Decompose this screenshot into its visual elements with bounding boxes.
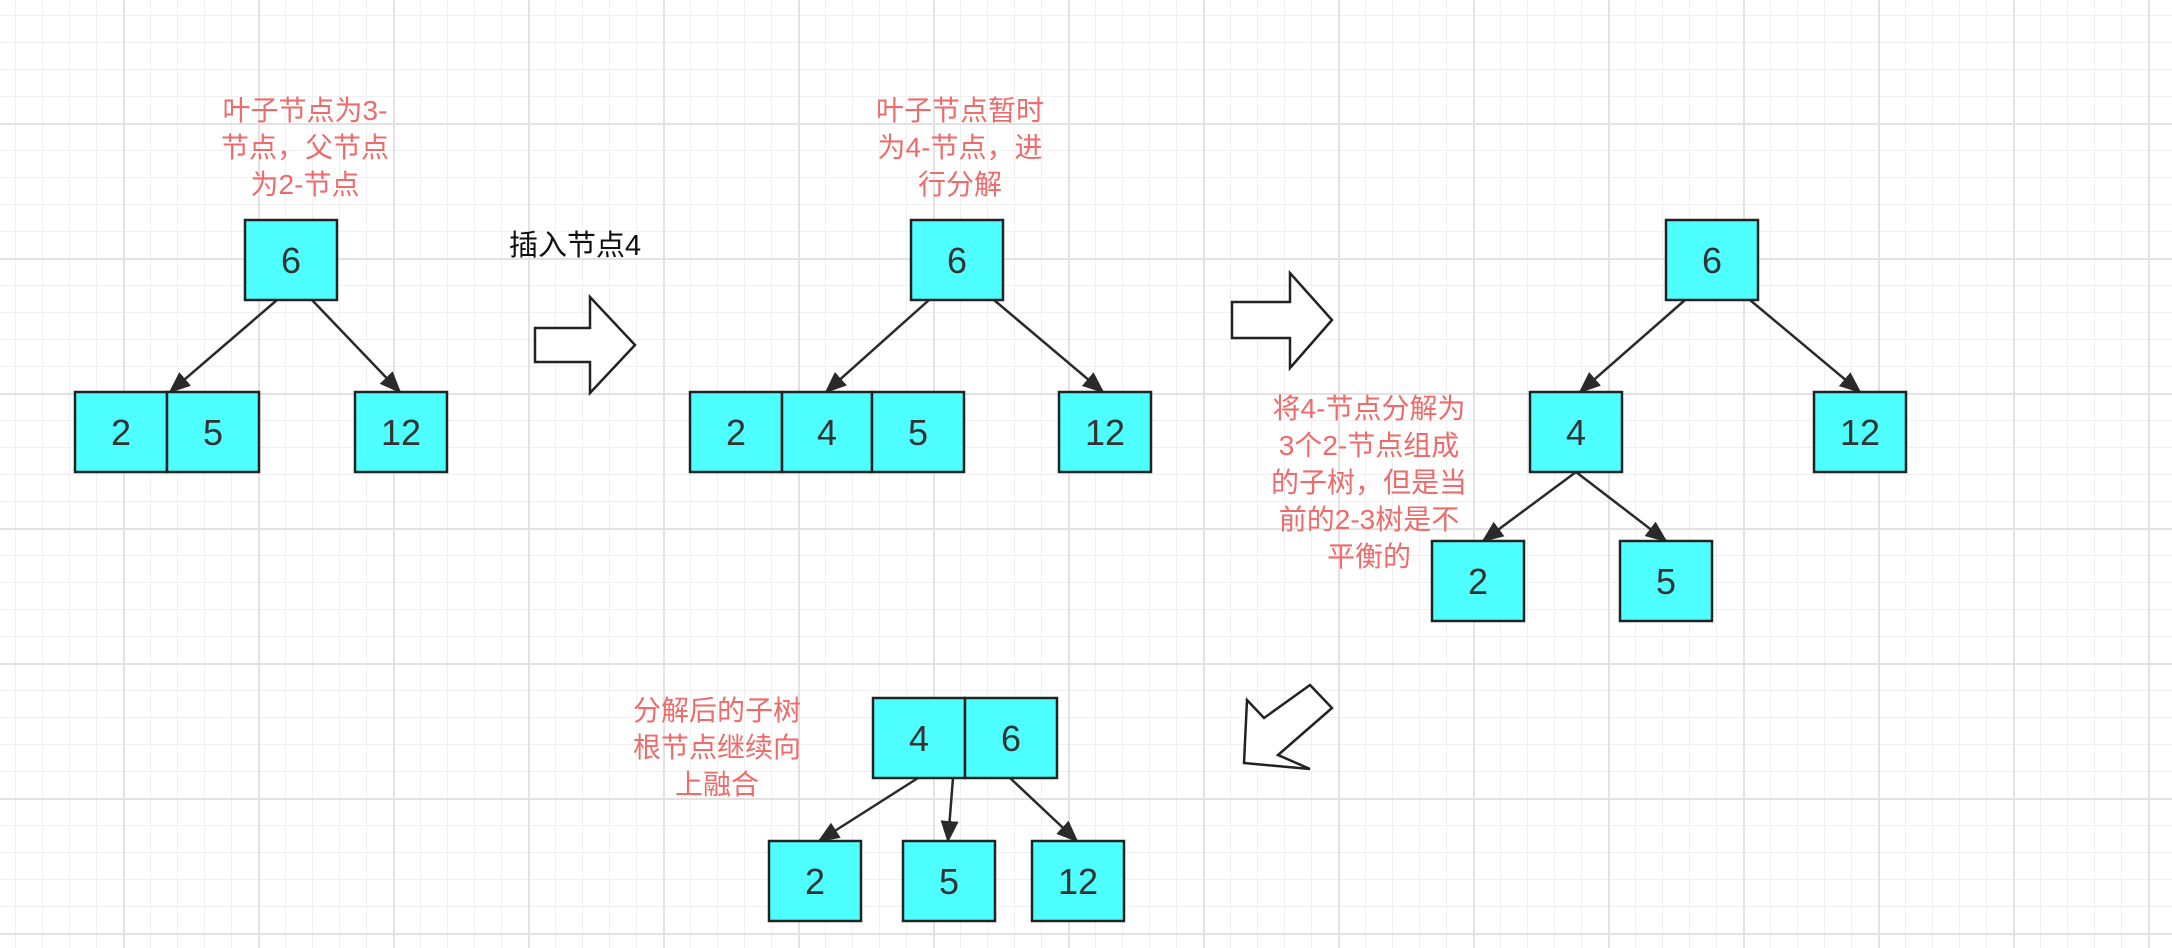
svg-text:2: 2: [1468, 561, 1488, 602]
svg-text:12: 12: [1840, 412, 1880, 453]
node-leaf-right: 12: [1812, 390, 1908, 474]
edge: [993, 299, 1105, 394]
node-leaf-right: 12: [353, 390, 449, 474]
edge: [824, 299, 930, 394]
step4-note: 分解后的子树 根节点继续向 上融合: [632, 695, 801, 800]
edge: [1578, 299, 1686, 394]
step4-tree: 4 6 2 5 12: [767, 696, 1126, 923]
step3-tree: 6 4 12 2 5: [1430, 218, 1908, 623]
right-arrow-icon: [533, 293, 637, 397]
edge: [311, 299, 402, 394]
svg-text:4: 4: [909, 718, 929, 759]
edge: [1749, 299, 1862, 394]
node-leaf-mid: 5: [901, 839, 997, 923]
node-leaf-right: 12: [1030, 839, 1126, 923]
svg-text:12: 12: [381, 412, 421, 453]
svg-text:6: 6: [947, 240, 967, 281]
edge: [1009, 777, 1079, 843]
node-root: 6: [1664, 218, 1760, 302]
step2-tree: 6 2 4 5 12: [688, 218, 1153, 474]
down-left-arrow-icon: [1242, 683, 1334, 771]
edge: [817, 776, 919, 843]
svg-text:5: 5: [939, 861, 959, 902]
step1-tree: 6 2 5 12: [73, 218, 449, 474]
step2-note: 叶子节点暂时 为4-节点，进 行分解: [875, 95, 1044, 200]
step3-note: 将4-节点分解为 3个2-节点组成 的子树，但是当 前的2-3树是不 平衡的: [1270, 393, 1467, 572]
svg-text:5: 5: [908, 412, 928, 453]
svg-text:6: 6: [1001, 718, 1021, 759]
edge: [168, 299, 278, 394]
svg-text:2: 2: [726, 412, 746, 453]
node-root: 6: [243, 218, 339, 302]
svg-text:5: 5: [1656, 561, 1676, 602]
node-leaf-left: 2 5: [73, 390, 261, 474]
svg-text:2: 2: [805, 861, 825, 902]
edge: [1575, 471, 1668, 543]
svg-text:4: 4: [817, 412, 837, 453]
svg-text:12: 12: [1058, 861, 1098, 902]
svg-text:6: 6: [1702, 240, 1722, 281]
svg-text:12: 12: [1085, 412, 1125, 453]
svg-text:2: 2: [111, 412, 131, 453]
node-root: 4 6: [871, 696, 1059, 780]
node-mid-left: 2: [1430, 539, 1526, 623]
node-mid-right: 5: [1618, 539, 1714, 623]
step1-note: 叶子节点为3- 节点，父节点 为2-节点: [220, 95, 389, 200]
insert-label: 插入节点4: [509, 230, 642, 262]
svg-text:5: 5: [203, 412, 223, 453]
right-arrow-icon: [1230, 269, 1334, 372]
node-leaf-left: 2 4 5: [688, 390, 966, 474]
svg-text:4: 4: [1566, 412, 1586, 453]
node-mid: 4: [1528, 390, 1624, 474]
node-leaf-left: 2: [767, 839, 863, 923]
edge: [940, 777, 959, 843]
node-root: 6: [909, 218, 1005, 302]
node-leaf-right: 12: [1057, 390, 1153, 474]
edge: [1481, 470, 1577, 543]
svg-text:6: 6: [281, 240, 301, 281]
